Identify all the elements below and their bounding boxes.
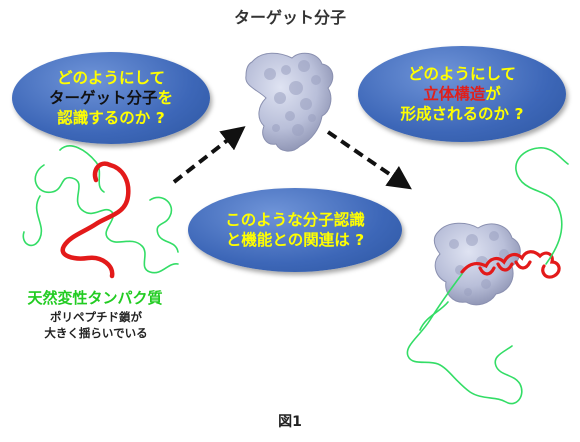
bubble-line: どのようにして [56,69,166,87]
figure-label: 図1 [278,414,302,430]
target-molecule-image [245,52,334,152]
caption-line: 大きく揺らいでいる [44,326,148,340]
idp-caption-title: 天然変性タンパク質 [27,289,163,307]
idp-caption-text: ポリペプチド鎖が 大きく揺らいでいる [20,309,172,341]
bubble-line: どのようにして [407,65,517,83]
caption-line: ポリペプチド鎖が [50,310,142,324]
bubble-recognition-question: どのようにして ターゲット分子を 認識するのか ? [12,52,210,144]
bubble-suffix: を [157,89,174,107]
bubble-line: と機能との関連は ? [225,231,365,249]
bubble-line: 形成されるのか ? [400,105,524,123]
bubble-structure-question: どのようにして 立体構造が 形成されるのか ? [358,46,566,142]
bubble-emphasis: ターゲット分子 [48,89,158,107]
bubble-line: ターゲット分子を [49,88,173,108]
bubble-function-question: このような分子認識 と機能との関連は ? [188,188,402,272]
arrow-to-complex [326,130,412,190]
arrow-to-target [172,126,246,184]
target-molecule-title: ターゲット分子 [233,8,346,27]
bubble-line: このような分子認識 [225,211,365,229]
bubble-line: 認識するのか ? [57,109,165,127]
bubble-line: 立体構造が [423,84,501,104]
bubble-suffix: が [485,85,501,103]
bubble-emphasis: 立体構造 [423,85,486,103]
disordered-protein-image [22,145,179,279]
complex-image [406,147,569,405]
